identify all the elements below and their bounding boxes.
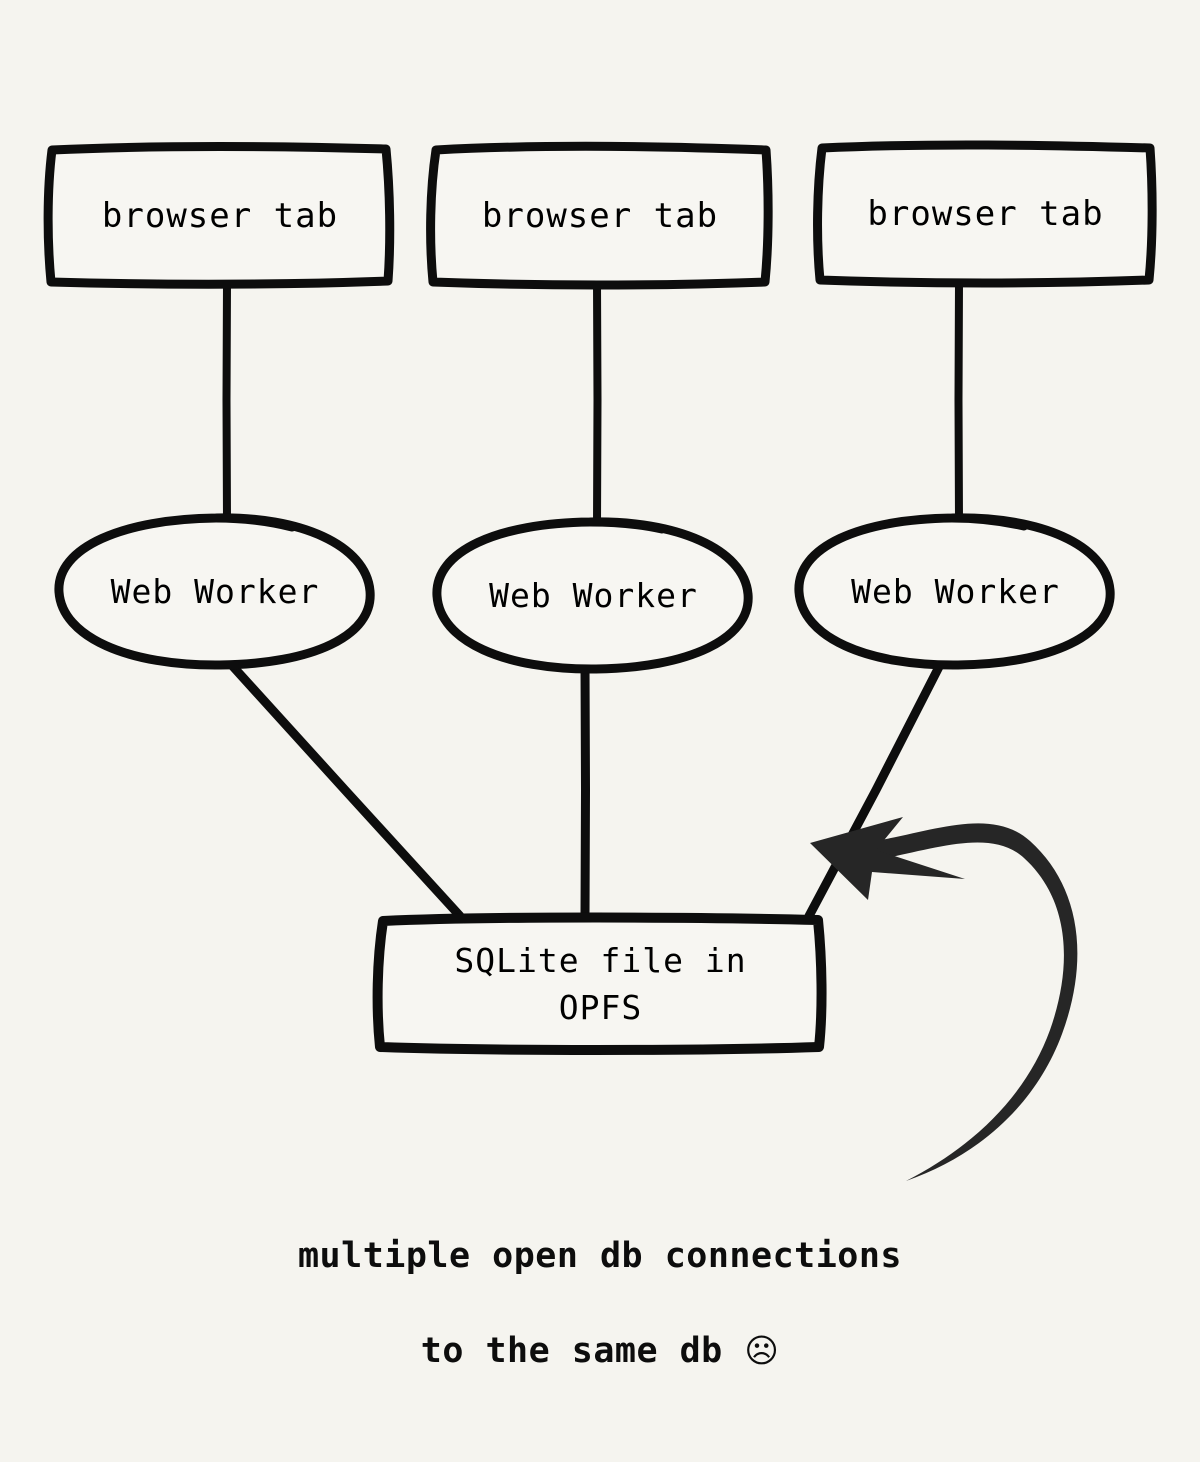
edge-worker2-store — [580, 660, 591, 921]
edge-worker1-store — [223, 656, 465, 921]
frowning-face-icon: ☹ — [744, 1330, 780, 1370]
browser-tab-box-3[interactable] — [813, 140, 1157, 288]
browser-tab-box-1[interactable] — [43, 142, 395, 289]
sqlite-opfs-box[interactable] — [372, 912, 827, 1055]
annotation-curved-arrow — [810, 817, 1078, 1181]
edge-worker3-store — [804, 656, 947, 921]
annotation-caption-line1: multiple open db connections — [297, 1236, 902, 1277]
annotation-arrow-shaft — [849, 823, 1078, 1181]
web-worker-ellipse-3[interactable] — [794, 513, 1115, 670]
edge-tab3-worker3 — [954, 279, 963, 525]
annotation-caption-line2: to the same db — [420, 1330, 723, 1371]
web-worker-ellipse-2[interactable] — [432, 517, 753, 674]
edge-tab2-worker2 — [593, 279, 602, 529]
edge-tab1-worker1 — [222, 279, 231, 525]
annotation-arrowhead-icon — [810, 817, 965, 900]
web-worker-ellipse-1[interactable] — [54, 513, 375, 670]
annotation-caption: multiple open db connections to the same… — [180, 1186, 1020, 1375]
browser-tab-box-2[interactable] — [426, 141, 773, 290]
